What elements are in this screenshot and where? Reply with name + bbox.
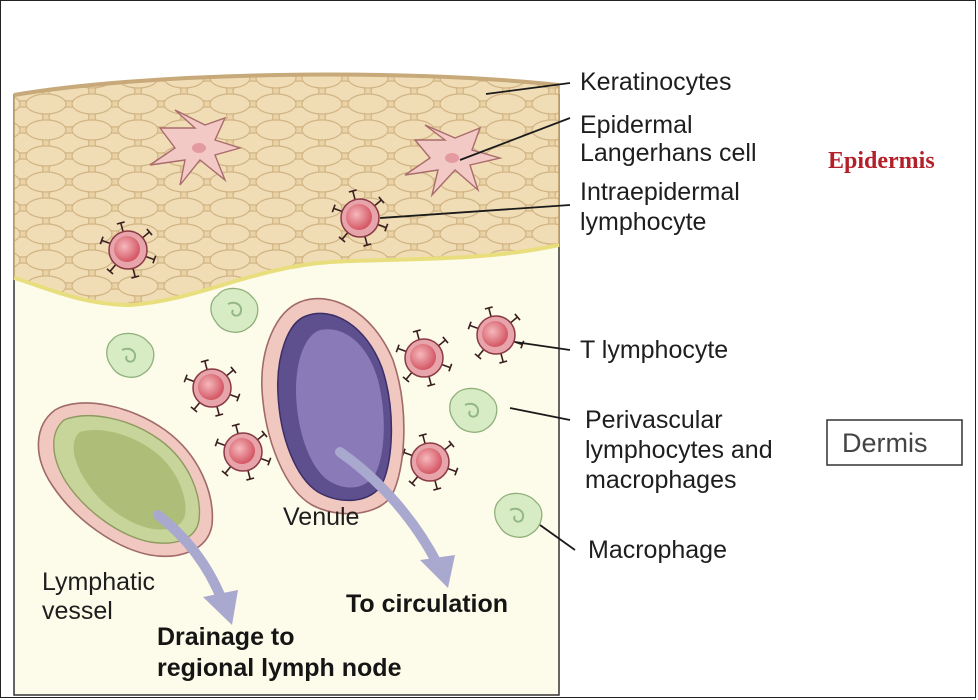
drainage-label-line1: Drainage to — [157, 623, 295, 651]
drainage-label-line2: regional lymph node — [157, 654, 402, 682]
langerhans-label-line2: Langerhans cell — [580, 139, 757, 167]
intraepidermal-label-line1: Intraepidermal — [580, 178, 740, 206]
macrophage-cell — [211, 288, 258, 332]
keratinocytes-label: Keratinocytes — [580, 68, 731, 96]
dermis-label: Dermis — [842, 428, 928, 458]
perivascular-label-line2: lymphocytes and — [585, 436, 773, 464]
perivascular-label-line1: Perivascular — [585, 406, 723, 434]
t-lymphocyte-label: T lymphocyte — [580, 336, 728, 364]
langerhans-label-line1: Epidermal — [580, 111, 693, 139]
epidermis-label: Epidermis — [828, 148, 935, 174]
to-circulation-label: To circulation — [346, 590, 508, 618]
venule-label: Venule — [283, 503, 359, 531]
macrophage-label: Macrophage — [588, 536, 727, 564]
lymphatic-label-line1: Lymphatic — [42, 568, 155, 596]
perivascular-label-line3: macrophages — [585, 466, 736, 494]
lymphatic-label-line2: vessel — [42, 597, 113, 625]
intraepidermal-label-line2: lymphocyte — [580, 208, 706, 236]
